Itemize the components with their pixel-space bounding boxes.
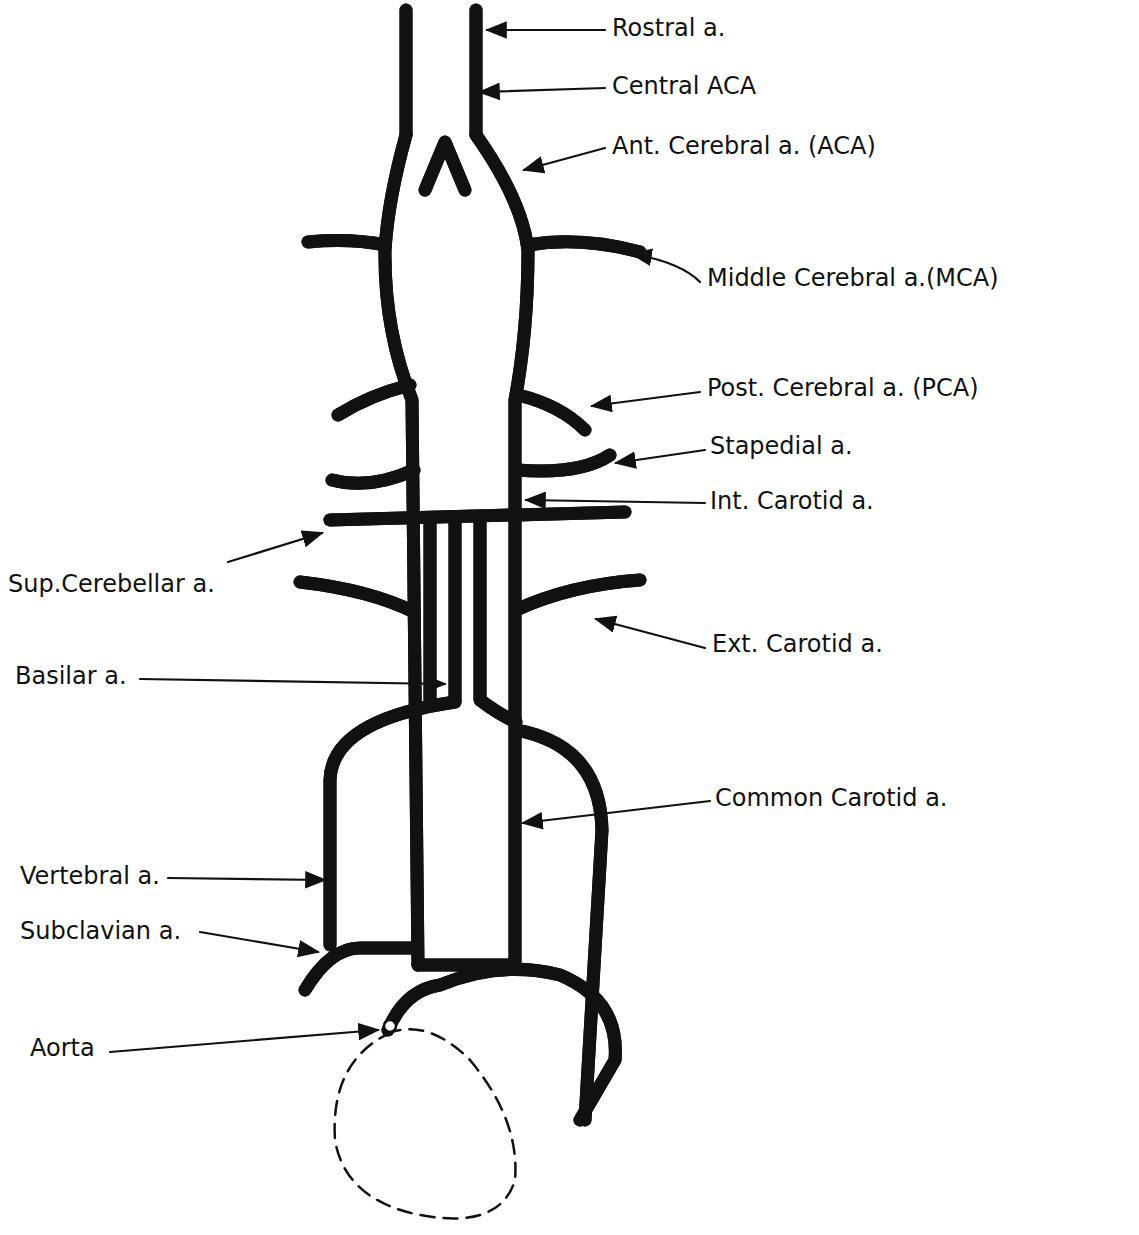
- artery-label: Basilar a.: [15, 662, 127, 691]
- artery-label: Stapedial a.: [710, 432, 853, 461]
- artery-label: Aorta: [30, 1034, 95, 1063]
- artery-label: Post. Cerebral a. (PCA): [707, 374, 979, 403]
- artery-label: Ant. Cerebral a. (ACA): [612, 132, 876, 161]
- artery-label: Rostral a.: [612, 14, 725, 43]
- artery-label: Sup.Cerebellar a.: [8, 570, 215, 599]
- artery-label: Int. Carotid a.: [710, 487, 874, 516]
- artery-label: Central ACA: [612, 72, 756, 101]
- artery-label: Subclavian a.: [20, 917, 181, 946]
- artery-label: Vertebral a.: [20, 862, 160, 891]
- artery-label: Ext. Carotid a.: [712, 630, 883, 659]
- artery-label: Common Carotid a.: [715, 784, 948, 813]
- artery-label: Middle Cerebral a.(MCA): [707, 264, 999, 293]
